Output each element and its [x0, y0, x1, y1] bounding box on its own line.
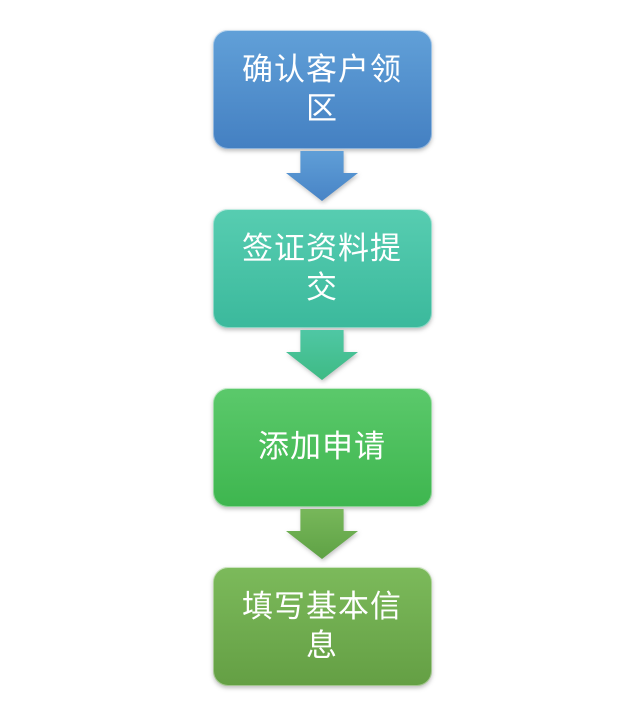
step-confirm-customer-region: 确认客户领区 — [212, 30, 432, 149]
down-arrow-icon — [286, 330, 358, 380]
down-arrow-icon — [286, 151, 358, 201]
step-fill-basic-info: 填写基本信息 — [212, 567, 432, 686]
down-arrow-shape — [286, 151, 358, 201]
step-label: 填写基本信息 — [242, 588, 402, 663]
down-arrow-shape — [286, 330, 358, 380]
down-arrow-icon — [286, 509, 358, 559]
step-label: 添加申请 — [258, 429, 386, 465]
step-visa-material-submission: 签证资料提交 — [212, 209, 432, 328]
step-label: 签证资料提交 — [242, 230, 402, 305]
process-flow: 确认客户领区 签证资料提交 添加申请 填写基本信息 — [212, 30, 432, 686]
down-arrow-shape — [286, 509, 358, 559]
step-add-application: 添加申请 — [212, 388, 432, 507]
step-label: 确认客户领区 — [242, 51, 402, 126]
